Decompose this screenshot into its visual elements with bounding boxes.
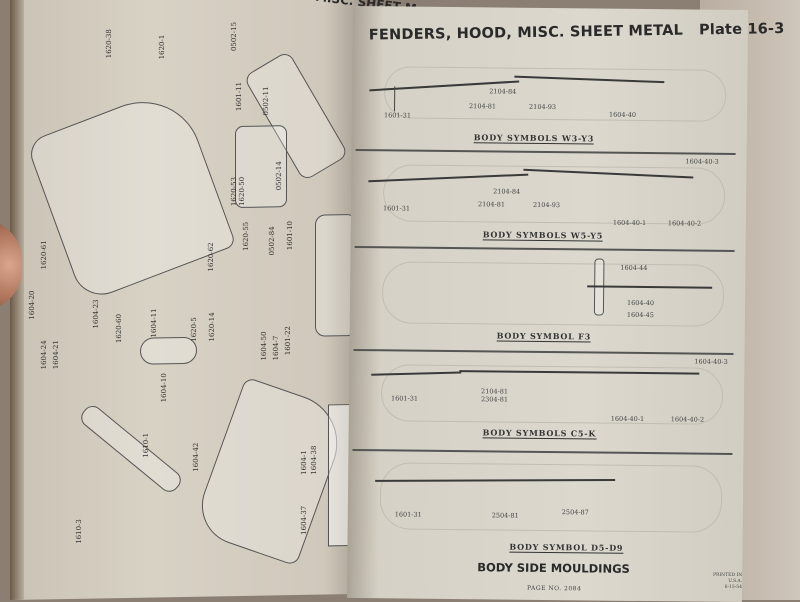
callout: 1604-21 xyxy=(52,340,60,370)
panel-w3-y3: 1601-31 2104-81 2104-84 2104-93 1604-40 … xyxy=(364,56,747,155)
car-outline xyxy=(383,66,727,122)
callout: 1604-38 xyxy=(310,445,318,475)
printed-in-usa: PRINTED IN U.S.A. xyxy=(712,572,743,585)
part-label: 1604-40-2 xyxy=(670,415,705,424)
callout: 1620-5 xyxy=(190,317,198,342)
part-label: 1604-44 xyxy=(620,263,648,273)
part-label: 2104-84 xyxy=(489,87,517,96)
title-text: FENDERS, HOOD, MISC. SHEET METAL xyxy=(368,22,684,44)
callout: 1620-50 xyxy=(238,176,246,207)
callout: 0502-11 xyxy=(262,86,270,116)
part-label: 2104-93 xyxy=(532,200,561,210)
right-page: FENDERS, HOOD, MISC. SHEET METAL Plate 16… xyxy=(346,5,785,602)
callout: 1604-11 xyxy=(150,308,158,338)
part-label: 2304-81 xyxy=(480,395,509,404)
part-label: 1604-40-1 xyxy=(612,218,647,228)
callout: 1620-1 xyxy=(158,34,166,60)
panel-caption: BODY SYMBOL F3 xyxy=(496,330,592,343)
callout: 1620-14 xyxy=(208,312,216,342)
emblem-drawing xyxy=(140,336,197,365)
part-label: 1604-40 xyxy=(608,110,637,119)
callout: 1604-1 xyxy=(300,450,308,475)
part-label: 1601-31 xyxy=(383,111,412,120)
page-number: PAGE NO. 2084 xyxy=(526,584,582,593)
part-label: 2504-81 xyxy=(491,511,519,520)
part-label: 1604-40-1 xyxy=(610,414,645,424)
callout: 0502-14 xyxy=(275,161,283,191)
callout: 1604-20 xyxy=(28,290,36,320)
print-info: PRINTED IN U.S.A. 6-15-54 xyxy=(702,573,742,591)
panel-d5-d9: 1601-31 2504-81 2504-87 BODY SYMBOL D5-D… xyxy=(359,454,742,558)
callout: 1620-55 xyxy=(242,221,250,251)
part-label: 1601-31 xyxy=(382,204,411,213)
part-label: 1604-40-3 xyxy=(694,357,728,366)
part-label: 2104-84 xyxy=(493,187,521,196)
callout: 1604-7 xyxy=(272,335,280,361)
panel-caption: BODY SYMBOLS W5-Y5 xyxy=(482,229,604,242)
part-label: 2104-81 xyxy=(477,200,506,209)
callout: 1620-62 xyxy=(207,242,215,272)
part-label: 2104-93 xyxy=(529,102,557,112)
car-outline xyxy=(381,261,725,327)
callout: 1610-1 xyxy=(142,432,150,458)
part-label: 1604-40-3 xyxy=(685,157,719,166)
panel-caption: BODY SYMBOL D5-D9 xyxy=(509,541,624,554)
part-label: 2104-81 xyxy=(469,102,497,111)
callout: 1620-38 xyxy=(105,29,113,59)
panel-c5-k: 1601-31 2104-81 2304-81 1604-40-1 1604-4… xyxy=(360,354,743,453)
callout: 1610-3 xyxy=(75,519,83,544)
part-label: 1604-45 xyxy=(626,310,654,320)
callout: 1604-24 xyxy=(40,340,48,370)
callout: 1620-60 xyxy=(115,313,123,344)
part-label: 2104-81 xyxy=(481,387,509,396)
hood-panel-drawing xyxy=(25,84,237,304)
panel-caption: BODY SYMBOLS W3-Y3 xyxy=(473,132,595,145)
part-label: 1604-40 xyxy=(626,298,655,308)
callout: 0502-84 xyxy=(268,226,276,256)
panel-f3: 1604-44 1604-40 1604-45 BODY SYMBOL F3 xyxy=(361,251,744,355)
callout: 1620-61 xyxy=(40,240,48,270)
callout: 1604-37 xyxy=(300,505,308,535)
section-title: BODY SIDE MOULDINGS xyxy=(477,560,630,576)
callout: 1601-11 xyxy=(235,81,243,112)
part-label: 1601-31 xyxy=(390,394,419,403)
page-title: FENDERS, HOOD, MISC. SHEET METAL Plate 16… xyxy=(369,21,785,44)
plate-number: Plate 16-3 xyxy=(698,21,785,39)
callout: 0502-15 xyxy=(230,21,238,52)
print-date: 6-15-54 xyxy=(724,584,743,591)
callout: 1604-50 xyxy=(260,331,268,361)
callout: 1604-42 xyxy=(192,442,200,472)
bracket-drawing xyxy=(77,401,185,496)
thumb xyxy=(0,220,22,310)
part-label: 1604-40-2 xyxy=(667,219,702,228)
callout: 1604-23 xyxy=(92,299,100,329)
panel-w5-y5: 1601-31 2104-81 2104-84 2104-93 1604-40-… xyxy=(363,154,746,253)
part-label: 1601-31 xyxy=(394,510,422,519)
page-edges xyxy=(10,0,24,601)
callout: 1601-22 xyxy=(284,325,292,356)
part-label: 2504-87 xyxy=(561,508,589,517)
panel-caption: BODY SYMBOLS C5-K xyxy=(482,427,597,440)
left-page: MISC. SHEET M 1620-38 1620-1 0502-15 160… xyxy=(10,0,417,601)
car-outline xyxy=(379,462,723,533)
callout: 1620-53 xyxy=(230,176,238,207)
callout: 1604-10 xyxy=(160,373,168,403)
callout: 1601-10 xyxy=(286,220,294,251)
car-outline xyxy=(382,164,726,225)
